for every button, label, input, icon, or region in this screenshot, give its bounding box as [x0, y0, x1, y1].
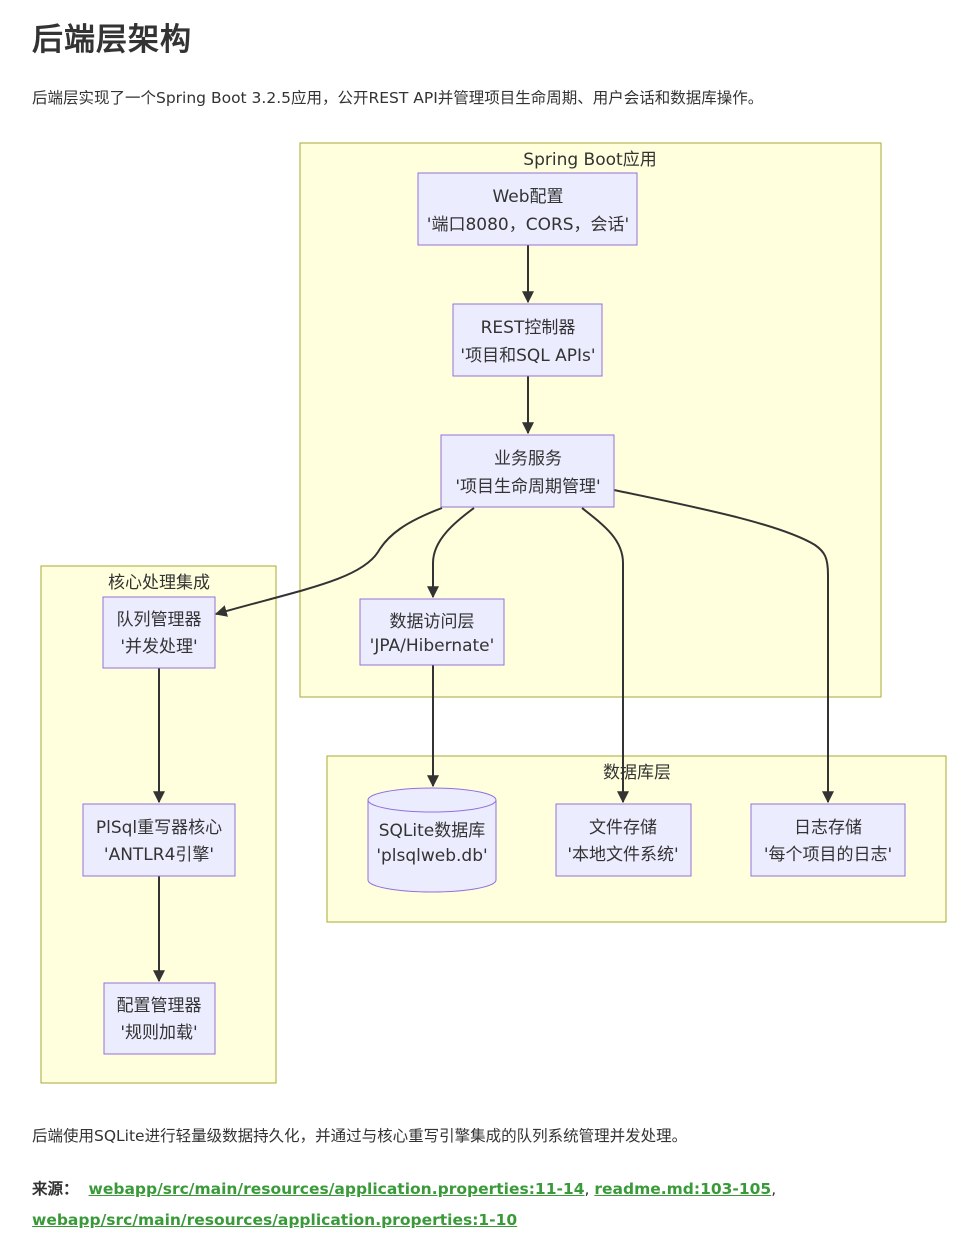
node-file-storage-title: 文件存储: [589, 818, 657, 838]
node-sqlite-database-title: SQLite数据库: [379, 821, 486, 841]
node-web-config-desc: '端口8080，CORS，会话': [427, 215, 629, 235]
source-separator: ,: [771, 1180, 777, 1198]
page-title: 后端层架构: [32, 22, 192, 58]
node-log-storage-title: 日志存储: [794, 818, 862, 838]
node-log-storage: 日志存储 '每个项目的日志': [750, 803, 906, 877]
node-data-access-layer: 数据访问层 'JPA/Hibernate': [359, 598, 505, 666]
node-file-storage-desc: '本地文件系统': [567, 845, 678, 865]
node-queue-manager-title: 队列管理器: [117, 610, 202, 630]
edge-service-to-queue: [214, 507, 443, 617]
node-business-service-desc: '项目生命周期管理': [455, 477, 600, 497]
node-log-storage-desc: '每个项目的日志': [764, 845, 892, 865]
source-separator: ,: [584, 1180, 590, 1198]
node-config-manager-desc: '规则加载': [120, 1023, 197, 1043]
summary-paragraph: 后端使用SQLite进行轻量级数据持久化，并通过与核心重写引擎集成的队列系统管理…: [32, 1127, 688, 1145]
node-business-service-title: 业务服务: [494, 449, 562, 469]
node-web-config-title: Web配置: [492, 187, 563, 207]
source-link-readme-103-105[interactable]: readme.md:103-105: [594, 1180, 772, 1198]
node-config-manager-title: 配置管理器: [117, 996, 202, 1016]
node-rewriter-core: PlSql重写器核心 'ANTLR4引擎': [82, 803, 236, 877]
source-link-application-properties-11-14[interactable]: webapp/src/main/resources/application.pr…: [88, 1180, 585, 1198]
sources: 来源： webapp/src/main/resources/application…: [32, 1174, 932, 1236]
node-file-storage: 文件存储 '本地文件系统': [555, 803, 692, 877]
edge-service-to-dal: [427, 507, 475, 599]
node-rest-controller-title: REST控制器: [481, 318, 576, 338]
node-data-access-layer-desc: 'JPA/Hibernate': [370, 636, 495, 656]
node-rest-controller-desc: '项目和SQL APIs': [460, 346, 595, 366]
node-data-access-layer-title: 数据访问层: [390, 612, 475, 632]
node-sqlite-database: SQLite数据库 'plsqlweb.db': [367, 787, 497, 893]
source-link-application-properties-1-10[interactable]: webapp/src/main/resources/application.pr…: [32, 1211, 518, 1229]
node-queue-manager-desc: '并发处理': [120, 637, 197, 657]
node-web-config: Web配置 '端口8080，CORS，会话': [417, 172, 638, 246]
node-rewriter-core-title: PlSql重写器核心: [96, 818, 222, 838]
cluster-database-layer-label: 数据库层: [603, 763, 671, 783]
node-rewriter-core-desc: 'ANTLR4引擎': [104, 845, 214, 865]
node-sqlite-database-desc: 'plsqlweb.db': [376, 846, 487, 866]
cluster-spring-boot-label: Spring Boot应用: [523, 150, 656, 170]
intro-paragraph: 后端层实现了一个Spring Boot 3.2.5应用，公开REST API并管…: [32, 89, 764, 107]
node-rest-controller: REST控制器 '项目和SQL APIs': [452, 303, 603, 377]
node-queue-manager: 队列管理器 '并发处理': [102, 596, 216, 669]
edge-service-to-files: [581, 507, 629, 804]
edge-service-to-logs: [613, 489, 834, 804]
node-business-service: 业务服务 '项目生命周期管理': [440, 434, 615, 508]
sources-label: 来源：: [32, 1180, 79, 1198]
node-config-manager: 配置管理器 '规则加载': [103, 982, 216, 1055]
cluster-core-processing-label: 核心处理集成: [108, 573, 210, 593]
